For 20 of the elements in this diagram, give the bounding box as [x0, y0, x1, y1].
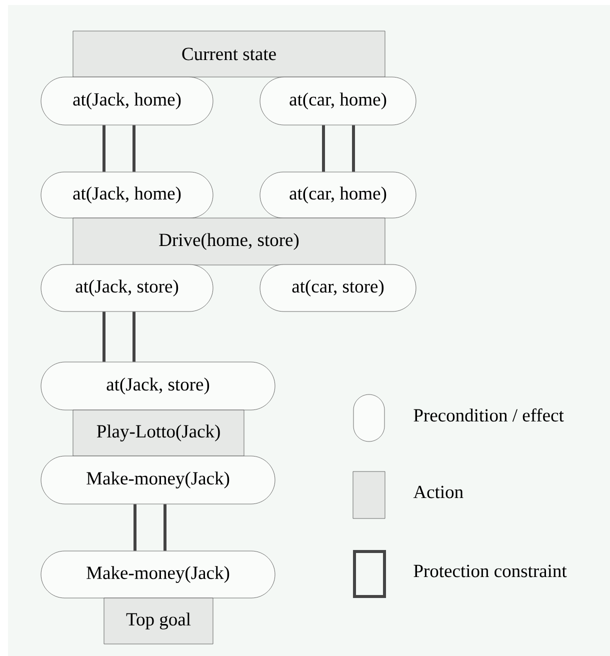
condition-pill: at(Jack, home): [40, 76, 214, 126]
legend-label: Precondition / effect: [414, 408, 564, 422]
action-box: Play-Lotto(Jack): [72, 410, 244, 456]
protection-constraint: [322, 125, 355, 172]
legend-label: Action: [413, 486, 464, 498]
action-box: Drive(home, store): [72, 218, 386, 266]
protection-constraint: [134, 504, 166, 551]
action-box: Top goal: [104, 598, 214, 644]
legend-label: Protection constraint: [414, 564, 567, 578]
condition-pill: Make-money(Jack): [40, 456, 276, 504]
condition-pill: Make-money(Jack): [40, 550, 276, 598]
condition-pill: at(car, store): [260, 264, 416, 312]
condition-pill: at(car, home): [260, 172, 416, 218]
action-box: Current state: [72, 30, 386, 78]
protection-constraint: [102, 125, 136, 172]
protection-constraint: [102, 312, 136, 362]
condition-pill: at(Jack, store): [40, 362, 276, 410]
condition-pill: at(car, home): [260, 76, 416, 126]
condition-pill: at(Jack, home): [40, 172, 214, 218]
condition-pill: at(Jack, store): [40, 264, 214, 312]
